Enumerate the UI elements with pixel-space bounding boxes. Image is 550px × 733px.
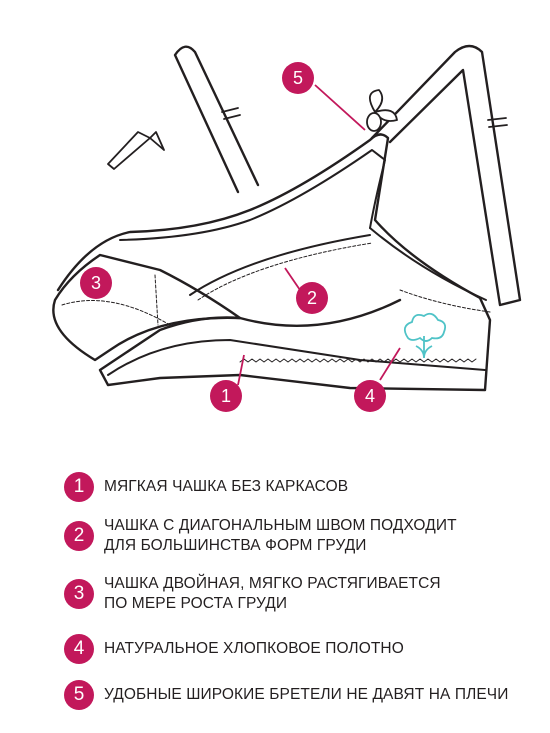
- right-strap: [370, 44, 522, 307]
- legend-badge: 3: [64, 579, 94, 609]
- left-bow: [107, 131, 165, 170]
- svg-text:2: 2: [307, 288, 317, 308]
- callout-2: 2: [296, 282, 328, 314]
- svg-text:1: 1: [221, 386, 231, 406]
- bra-body: [56, 133, 492, 392]
- legend-badge: 2: [64, 521, 94, 551]
- legend-text: УДОБНЫЕ ШИРОКИЕ БРЕТЕЛИ НЕ ДАВЯТ НА ПЛЕЧ…: [104, 686, 509, 703]
- callout-3: 3: [80, 267, 112, 299]
- legend-item-5: 5 УДОБНЫЕ ШИРОКИЕ БРЕТЕЛИ НЕ ДАВЯТ НА ПЛ…: [64, 680, 508, 710]
- diagonal-seam: [189, 234, 371, 296]
- left-strap-slider: [221, 107, 241, 120]
- legend-item-3: 3 ЧАШКА ДВОЙНАЯ, МЯГКО РАСТЯГИВАЕТСЯ ПО …: [64, 574, 441, 614]
- legend-item-4: 4 НАТУРАЛЬНОЕ ХЛОПКОВОЕ ПОЛОТНО: [64, 634, 404, 664]
- legend-text: ЧАШКА ДВОЙНАЯ, МЯГКО РАСТЯГИВАЕТСЯ ПО МЕ…: [104, 575, 441, 612]
- left-strap: [173, 45, 260, 194]
- legend-badge: 4: [64, 634, 94, 664]
- legend-text: ЧАШКА С ДИАГОНАЛЬНЫМ ШВОМ ПОДХОДИТ ДЛЯ Б…: [104, 517, 457, 554]
- legend-badge: 1: [64, 472, 94, 502]
- right-strap-slider: [487, 117, 508, 128]
- legend-item-1: 1 МЯГКАЯ ЧАШКА БЕЗ КАРКАСОВ: [64, 472, 348, 502]
- legend-text: НАТУРАЛЬНОЕ ХЛОПКОВОЕ ПОЛОТНО: [104, 640, 404, 657]
- cotton-icon: [403, 312, 447, 359]
- svg-text:5: 5: [293, 68, 303, 88]
- legend-text: МЯГКАЯ ЧАШКА БЕЗ КАРКАСОВ: [104, 478, 349, 495]
- legend-item-2: 2 ЧАШКА С ДИАГОНАЛЬНЫМ ШВОМ ПОДХОДИТ ДЛЯ…: [64, 516, 457, 556]
- callout-1: 1: [210, 380, 242, 412]
- legend-badge: 5: [64, 680, 94, 710]
- bra-diagram: 1 2 3 4 5: [52, 44, 522, 412]
- left-cup: [52, 253, 242, 362]
- callout-4: 4: [354, 380, 386, 412]
- callout-5: 5: [282, 62, 314, 94]
- svg-text:4: 4: [365, 386, 375, 406]
- elastic-band: [239, 358, 477, 363]
- svg-text:3: 3: [91, 273, 101, 293]
